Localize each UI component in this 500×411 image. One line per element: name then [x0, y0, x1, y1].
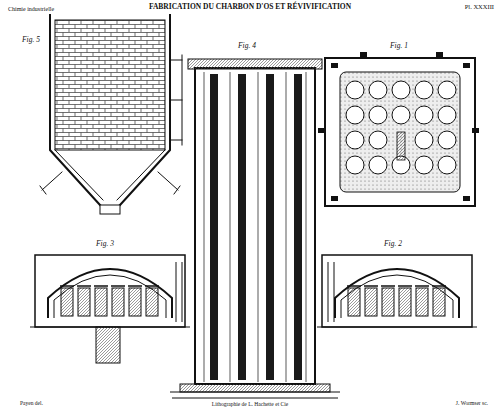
figure-label: Fig. 5	[22, 36, 40, 44]
figure-label: Fig. 1	[390, 42, 408, 50]
draughtsman-credit: Payen del.	[20, 400, 43, 406]
fig4-column	[170, 59, 340, 398]
fig3-furnace	[30, 255, 190, 363]
fig5-hopper	[40, 15, 182, 214]
printer-credit: Lithographie de L. Hachette et Cie	[212, 401, 288, 407]
figure-label: Fig. 4	[238, 42, 256, 50]
series-name: Chimie industrielle	[8, 6, 54, 13]
figure-label: Fig. 2	[384, 240, 402, 248]
figure-label: Fig. 3	[96, 240, 114, 248]
plate-number: Pl. XXXIII	[465, 3, 494, 10]
plate-title: FABRICATION DU CHARBON D'OS ET RÉVIVIFIC…	[149, 3, 351, 11]
fig2-furnace	[317, 255, 477, 327]
fig1-plan	[318, 52, 479, 206]
engraver-credit: J. Wormser sc.	[456, 400, 488, 406]
